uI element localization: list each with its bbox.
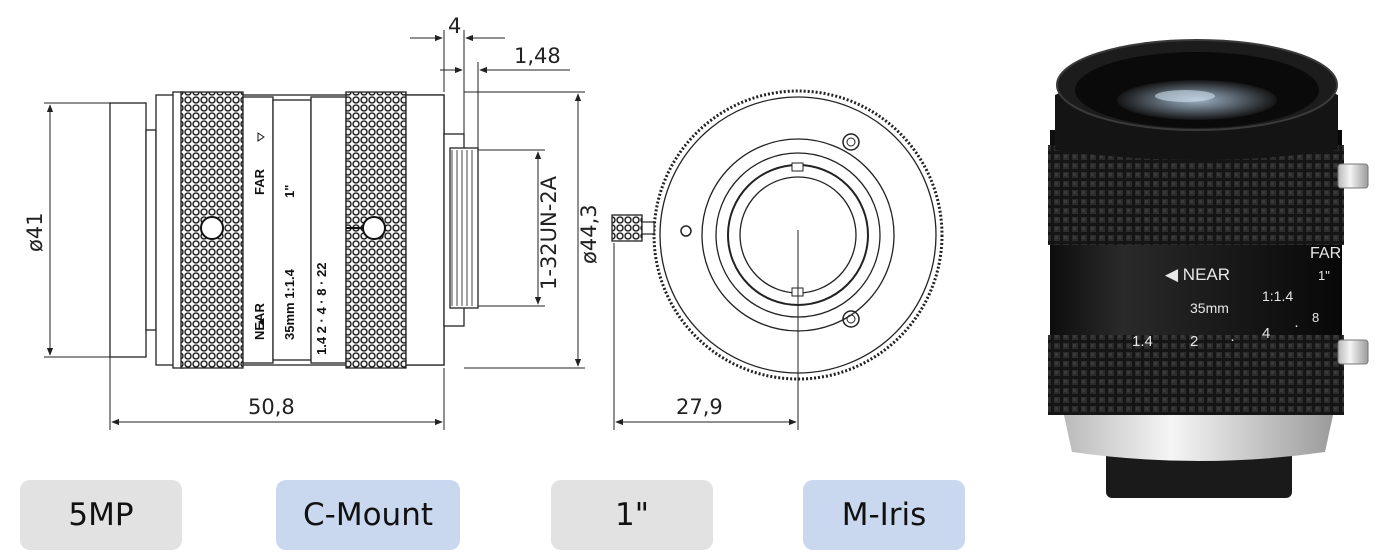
photo-far-label: FAR bbox=[1310, 245, 1341, 262]
lens-product-photo: ◀ NEAR FAR 35mm 1:1.4 1" 1.4 2 · 4 · 8 bbox=[1048, 39, 1369, 498]
photo-focus-knurl bbox=[1048, 145, 1344, 245]
badge-sensor-format-label: 1" bbox=[615, 497, 649, 533]
barrel-iris-scale: 1.4 2 · 4 · 8 · 22 bbox=[314, 263, 329, 356]
thread-depth-label: 1,48 bbox=[514, 44, 561, 68]
photo-iris-4: 4 bbox=[1262, 325, 1270, 342]
near-triangle-icon bbox=[258, 318, 264, 326]
length-label: 50,8 bbox=[248, 395, 295, 419]
silver-mount-ring bbox=[1062, 406, 1335, 461]
focus-lock-hole bbox=[200, 216, 224, 240]
barrel-far-label: FAR bbox=[252, 168, 267, 195]
photo-focus-lock-knob bbox=[1337, 163, 1369, 189]
photo-iris-8: 8 bbox=[1312, 310, 1319, 325]
barrel-spec-label: 35mm 1:1.4 bbox=[282, 268, 297, 340]
side-view-dimension-labels: ø41 ø44,3 1-32UN-2A 50,8 4 1,48 bbox=[23, 14, 601, 419]
photo-focal-label: 35mm bbox=[1190, 300, 1229, 316]
barrel-markings: NEAR FAR 35mm 1:1.4 1" 1.4 2 · 4 · 8 · 2… bbox=[252, 132, 329, 356]
photo-format-label: 1" bbox=[1318, 268, 1330, 283]
flange-width-label: 4 bbox=[448, 14, 461, 38]
badge-resolution: 5MP bbox=[20, 480, 182, 550]
iris-lock-hole bbox=[362, 216, 386, 240]
front-lip bbox=[109, 102, 147, 358]
front-offset-label: 27,9 bbox=[676, 395, 723, 419]
front-lock-knob bbox=[611, 214, 643, 242]
c-mount-thread bbox=[449, 147, 479, 309]
photo-iris-lock-knob bbox=[1337, 339, 1369, 365]
badge-resolution-label: 5MP bbox=[68, 497, 134, 533]
front-outer-knurl bbox=[652, 89, 944, 381]
badge-iris: M-Iris bbox=[803, 480, 965, 550]
photo-iris-1-4: 1.4 bbox=[1132, 333, 1153, 350]
photo-near-label: ◀ NEAR bbox=[1165, 265, 1230, 284]
photo-iris-dot-a: · bbox=[1230, 331, 1235, 348]
photo-iris-2: 2 bbox=[1190, 333, 1198, 350]
badge-mount: C-Mount bbox=[276, 480, 460, 550]
photo-aperture-label: 1:1.4 bbox=[1262, 288, 1293, 304]
side-view-dimensions bbox=[44, 30, 585, 430]
badge-mount-label: C-Mount bbox=[303, 497, 433, 533]
photo-iris-dot-b: · bbox=[1294, 317, 1299, 334]
lens-front-view bbox=[611, 89, 944, 430]
photo-iris-knurl bbox=[1048, 335, 1344, 415]
badge-iris-label: M-Iris bbox=[841, 497, 927, 533]
thread-spec-label: 1-32UN-2A bbox=[537, 175, 561, 290]
diameter-front-label: ø41 bbox=[23, 212, 47, 252]
barrel-format-label: 1" bbox=[282, 185, 297, 198]
diameter-mount-label: ø44,3 bbox=[577, 204, 601, 264]
far-triangle-icon bbox=[257, 132, 265, 142]
badge-sensor-format: 1" bbox=[551, 480, 713, 550]
